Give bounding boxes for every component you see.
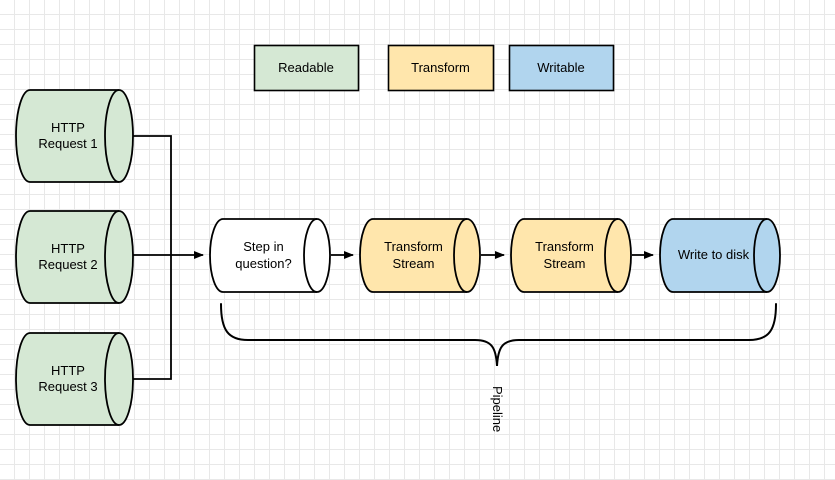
legend-box-writable[interactable] [508,44,615,92]
shape-step-in-question[interactable] [209,218,331,293]
legend-box-readable[interactable] [253,44,360,92]
legend-box-transform[interactable] [387,44,495,92]
shape-transform-stream-1[interactable] [359,218,481,293]
shape-http-request-2[interactable] [15,210,134,304]
connector-request1 [133,135,172,255]
shape-transform-stream-2[interactable] [510,218,632,293]
shape-http-request-1[interactable] [15,89,134,183]
shape-http-request-3[interactable] [15,332,134,426]
connector-request3 [133,255,172,380]
shape-write-to-disk[interactable] [659,218,781,293]
pipeline-brace-path [220,303,777,367]
